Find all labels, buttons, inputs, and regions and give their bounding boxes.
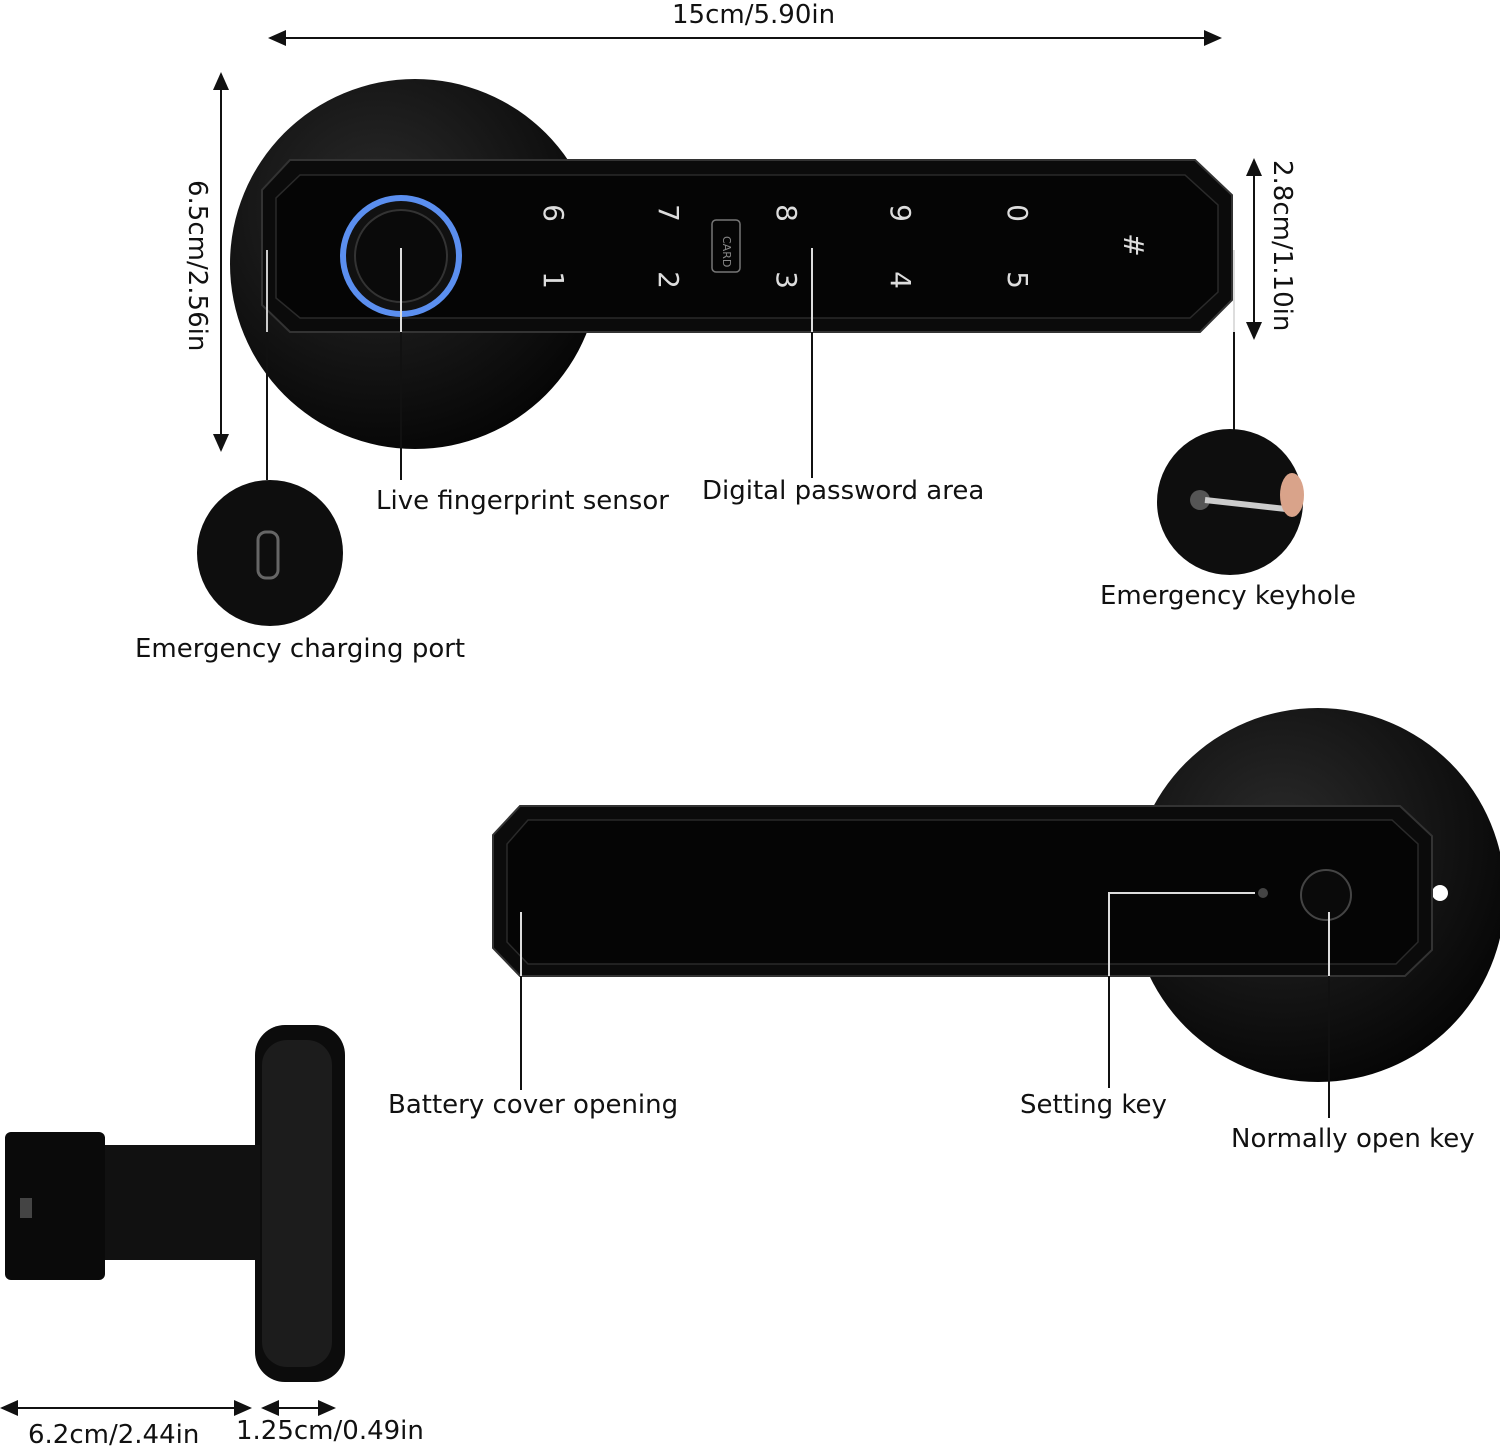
normally-open-button: [1300, 869, 1352, 921]
key-0[interactable]: 0: [1001, 204, 1034, 222]
side-view-lock: [5, 1025, 345, 1382]
charging-port-label: Emergency charging port: [135, 634, 466, 664]
handle-height-label: 2.8cm/1.10in: [1267, 160, 1297, 332]
rosette-depth-label: 1.25cm/0.49in: [236, 1416, 424, 1446]
depth-label: 6.2cm/2.44in: [28, 1420, 200, 1450]
key-4[interactable]: 4: [884, 271, 917, 289]
setting-key-hole: [1258, 888, 1268, 898]
setting-key-label: Setting key: [1020, 1090, 1167, 1120]
width-dimension-label: 15cm/5.90in: [672, 0, 836, 30]
fingerprint-label: Live fingerprint sensor: [376, 486, 669, 516]
key-5[interactable]: 5: [1001, 271, 1034, 289]
key-8[interactable]: 8: [770, 204, 803, 222]
keyhole-inset: [1157, 429, 1304, 575]
password-area-label: Digital password area: [702, 476, 985, 506]
key-hash[interactable]: #: [1117, 233, 1150, 257]
key-7[interactable]: 7: [652, 204, 685, 222]
back-lock: [492, 708, 1500, 1082]
battery-cover-label: Battery cover opening: [388, 1090, 679, 1120]
charging-port-inset: [197, 480, 343, 626]
front-lock: [230, 79, 1233, 449]
key-6[interactable]: 6: [537, 204, 570, 222]
key-3[interactable]: 3: [770, 271, 803, 289]
normally-open-key-label: Normally open key: [1231, 1124, 1475, 1154]
card-label: CARD: [720, 236, 733, 268]
key-1[interactable]: 1: [537, 271, 570, 289]
card-area: [711, 219, 741, 273]
keyhole-label: Emergency keyhole: [1100, 581, 1357, 611]
rosette-height-label: 6.5cm/2.56in: [182, 180, 212, 352]
key-9[interactable]: 9: [884, 204, 917, 222]
key-2[interactable]: 2: [652, 271, 685, 289]
